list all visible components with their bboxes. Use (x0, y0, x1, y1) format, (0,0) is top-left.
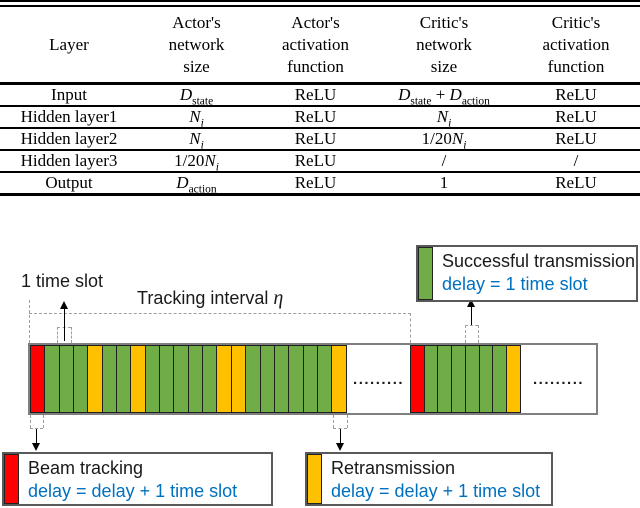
success-marker-right-tick (477, 325, 479, 343)
table-row-input: Input Dstate ReLU Dstate + Daction ReLU (0, 82, 640, 107)
legend-beam-delay: delay = delay + 1 time slot (28, 481, 238, 501)
success-marker-top-tick (465, 325, 478, 326)
cell-layer: Output (0, 171, 138, 195)
beam-arrow-head-icon (31, 443, 40, 451)
table-row-output: Output Daction ReLU 1 ReLU (0, 171, 640, 195)
success-arrow-head-icon (466, 299, 475, 307)
retrans-arrow-shaft (339, 429, 341, 443)
cell-critic-size: Dstate + Daction (376, 82, 512, 107)
retrans-marker-left-tick (333, 415, 334, 428)
legend-success-delay: delay = 1 time slot (442, 274, 588, 294)
time-slot-arrow-shaft (63, 308, 65, 341)
cell-critic-activation: ReLU (512, 127, 640, 150)
eta-symbol: η (273, 287, 284, 309)
timeline-bar: ......... ......... (28, 343, 598, 415)
col-header-layer: Layer (0, 6, 138, 85)
beam-marker-left-tick (30, 415, 31, 428)
col-header-actor-size: Actor's network size (138, 6, 255, 85)
slot-marker-right-tick (70, 327, 72, 343)
network-config-table: Layer Actor's network size Actor's activ… (0, 5, 640, 196)
success-color-swatch (418, 247, 433, 300)
table-row-hidden1: Hidden layer1 Ni ReLU Ni ReLU (0, 105, 640, 129)
time-slot-label: 1 time slot (21, 271, 104, 291)
cell-critic-activation: ReLU (512, 82, 640, 106)
cell-critic-size: / (376, 149, 512, 172)
cell-critic-size: Ni (376, 105, 512, 129)
cell-layer: Input (0, 82, 138, 106)
cell-critic-activation: / (512, 149, 640, 172)
cell-actor-activation: ReLU (255, 82, 376, 106)
beam-color-swatch (4, 454, 19, 504)
col-header-critic-size: Critic's network size (376, 6, 512, 85)
retrans-marker-right-tick (347, 415, 348, 428)
cell-actor-size: Daction (138, 171, 255, 195)
retrans-marker-bottom-tick (333, 427, 347, 429)
table-row-hidden3: Hidden layer3 1/20Ni ReLU / / (0, 149, 640, 173)
legend-retrans-box: Retransmission delay = delay + 1 time sl… (305, 452, 553, 506)
legend-beam-title: Beam tracking (28, 458, 144, 478)
cell-critic-size: 1 (376, 171, 512, 195)
cell-actor-size: Dstate (138, 82, 255, 107)
retrans-arrow-head-icon (335, 443, 344, 451)
beam-marker-right-tick (42, 415, 44, 428)
legend-retrans-title: Retransmission (331, 458, 456, 478)
slot-marker-left-tick (57, 327, 58, 343)
cell-actor-size: Ni (138, 127, 255, 151)
cell-actor-activation: ReLU (255, 149, 376, 172)
cell-actor-size: 1/20Ni (138, 149, 255, 173)
beam-arrow-shaft (35, 429, 37, 443)
timeline-interval-2 (410, 345, 522, 413)
cell-layer: Hidden layer1 (0, 105, 138, 128)
time-slot-yellow (331, 345, 348, 413)
timeline-gap-1: ......... (353, 370, 405, 388)
success-marker-left-tick (464, 325, 466, 343)
col-header-actor-activation: Actor's activation function (255, 6, 376, 85)
time-slot-arrow-head-icon (59, 301, 68, 309)
cell-actor-activation: ReLU (255, 127, 376, 150)
legend-retrans-delay: delay = delay + 1 time slot (331, 481, 541, 501)
timeline-gap-2: ......... (533, 370, 585, 388)
beam-marker-bottom-tick (30, 427, 43, 429)
cell-actor-size: Ni (138, 105, 255, 129)
cell-critic-activation: ReLU (512, 171, 640, 195)
table-row-hidden2: Hidden layer2 Ni ReLU 1/20Ni ReLU (0, 127, 640, 151)
success-arrow-shaft (470, 306, 472, 325)
col-header-critic-activation: Critic's activation function (512, 6, 640, 85)
cell-layer: Hidden layer3 (0, 149, 138, 172)
legend-success-title: Successful transmission (442, 251, 636, 271)
cell-actor-activation: ReLU (255, 105, 376, 128)
table-header-row: Layer Actor's network size Actor's activ… (0, 6, 640, 85)
timeline-interval-1 (30, 345, 348, 413)
cell-critic-activation: ReLU (512, 105, 640, 128)
legend-beam-box: Beam tracking delay = delay + 1 time slo… (2, 452, 273, 506)
tracking-interval-left-tick (28, 300, 30, 343)
tracking-interval-label: Tracking interval η (137, 287, 284, 309)
time-slot-yellow (505, 345, 522, 413)
cell-layer: Hidden layer2 (0, 127, 138, 150)
cell-actor-activation: ReLU (255, 171, 376, 195)
cell-critic-size: 1/20Ni (376, 127, 512, 151)
network-config-table-wrap: Layer Actor's network size Actor's activ… (0, 0, 640, 196)
tracking-interval-right-tick (409, 313, 411, 343)
legend-success-box: Successful transmission delay = 1 time s… (416, 245, 638, 302)
tracking-interval-dashed-line (29, 313, 411, 314)
retrans-color-swatch (307, 454, 322, 504)
